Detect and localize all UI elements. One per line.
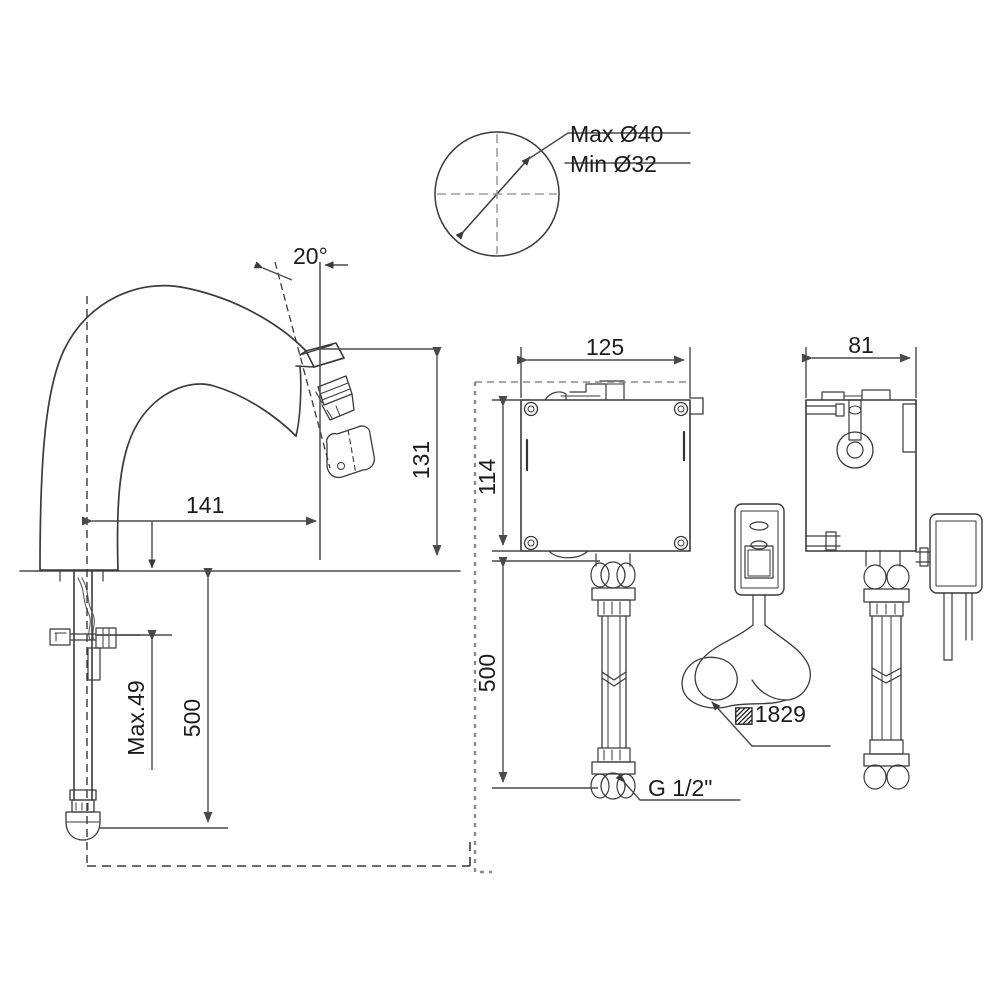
label-cable-code: ▨1829 (733, 701, 806, 727)
label-thread-size: G 1/2" (648, 775, 712, 801)
view-control-box-side (805, 389, 983, 790)
label-131: 131 (408, 441, 434, 479)
dimension-text-group: Max Ø40 Min Ø32 20° 141 131 Max.49 500 1… (123, 121, 874, 801)
view-tap-elevation (19, 284, 461, 841)
label-500-center: 500 (474, 654, 500, 692)
view-control-box-front (520, 380, 741, 801)
dim-angle-left (253, 261, 293, 281)
label-81: 81 (848, 332, 874, 358)
label-141: 141 (186, 492, 224, 518)
label-angle: 20° (293, 243, 328, 269)
label-125: 125 (586, 334, 624, 360)
label-bore-max: Max Ø40 (570, 121, 663, 147)
label-500-left: 500 (179, 699, 205, 737)
label-bore-min: Min Ø32 (570, 151, 657, 177)
view-battery-module (681, 503, 831, 747)
view-aerator-detail (315, 375, 376, 479)
label-max49: Max.49 (123, 680, 149, 755)
label-114: 114 (474, 458, 500, 495)
